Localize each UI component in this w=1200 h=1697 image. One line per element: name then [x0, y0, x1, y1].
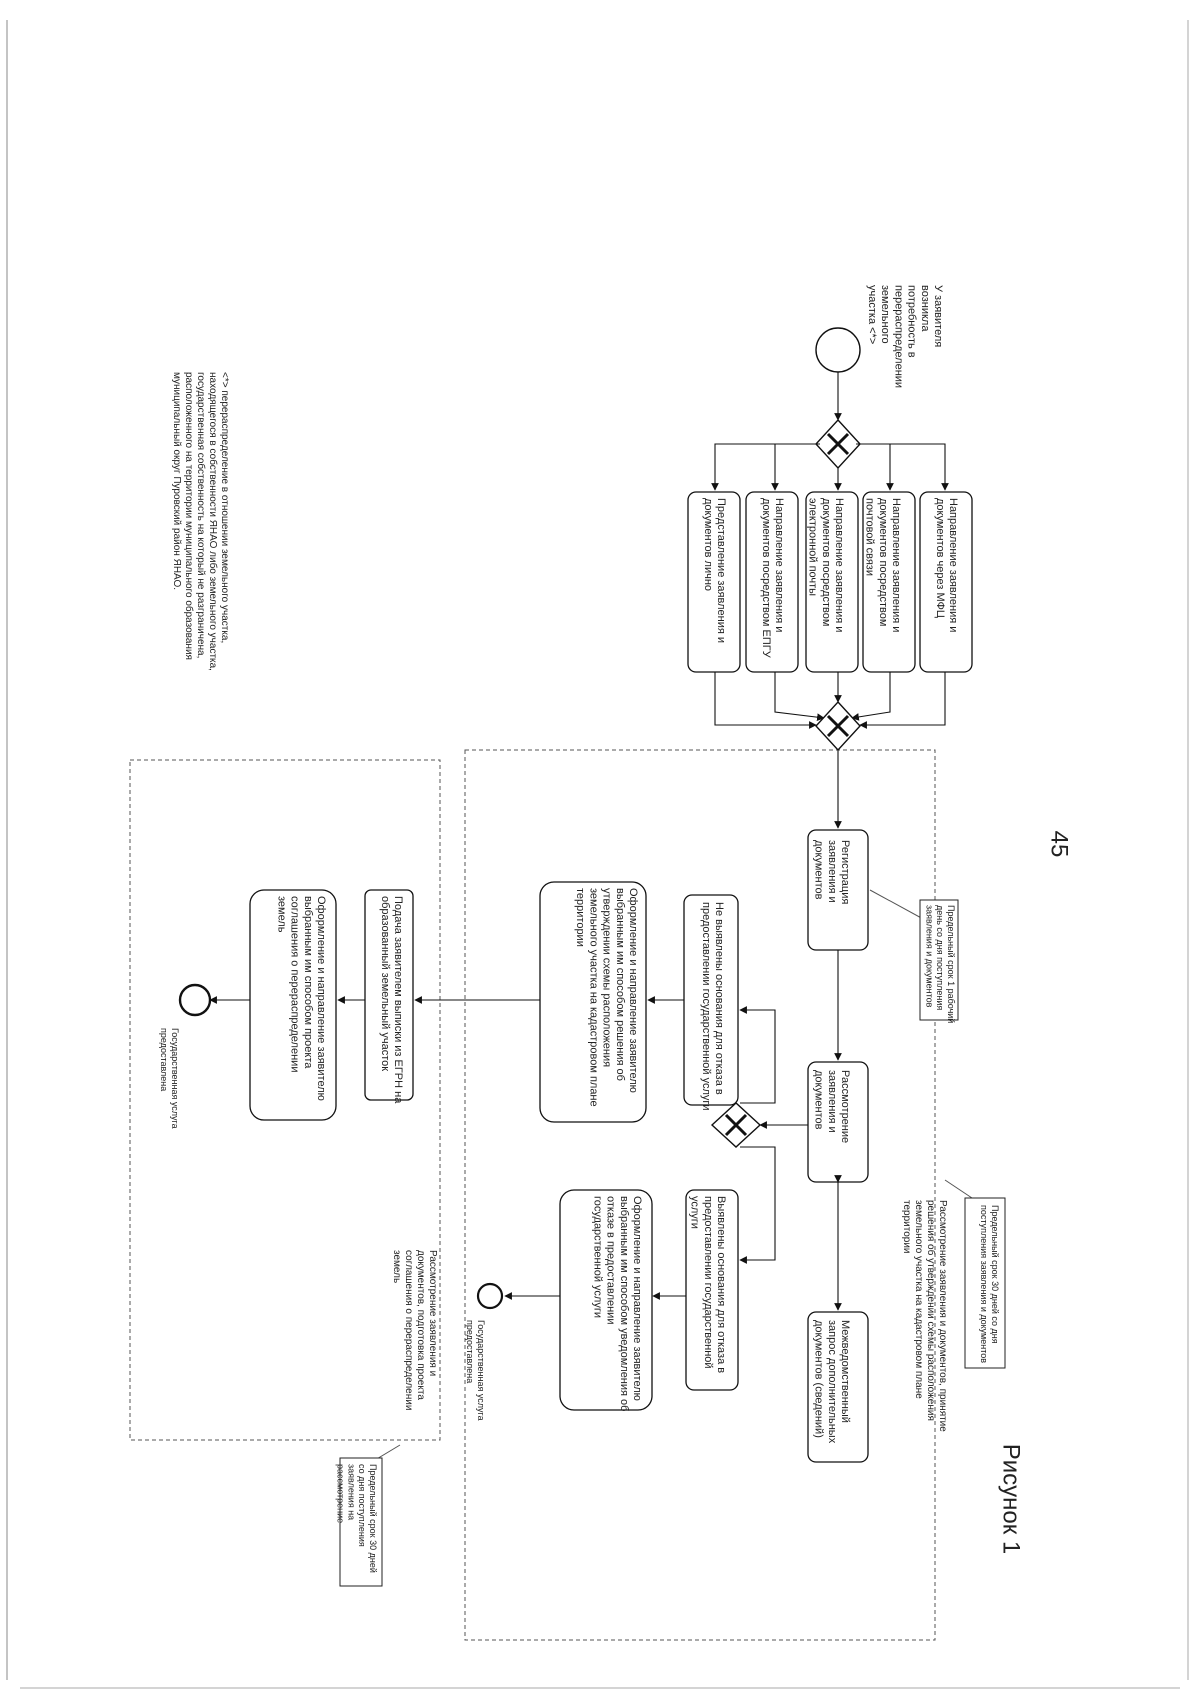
channel-epgu-text: Направление заявления идокументов посред…: [760, 498, 785, 659]
review-box: Рассмотрениезаявления идокументов: [807, 1061, 869, 1183]
channel-personal-text: Представление заявления идокументов личн…: [702, 498, 727, 643]
agreement-text: Оформление и направление заявителювыбран…: [275, 896, 327, 1101]
review-text: Рассмотрениезаявления идокументов: [813, 1070, 851, 1143]
channel-post-text: Направление заявления идокументов посред…: [864, 498, 902, 632]
split-gateway: [815, 418, 861, 470]
footnote: <*> перераспределение в отношении земель…: [171, 372, 230, 671]
registration-deadline-box: Предельный срок 1 рабочийдень со дня пос…: [919, 899, 959, 1023]
channel-box-email: Направление заявления идокументов посред…: [805, 491, 859, 673]
interagency-text: Межведомственныйзапрос дополнительныхдок…: [813, 1320, 851, 1444]
channel-box-personal: Представление заявления идокументов личн…: [687, 491, 741, 673]
no-grounds-box: Не выявлены основания для отказа впредос…: [683, 894, 739, 1111]
review-deadline-box: Предельный срок 30 дней со дняпоступлени…: [964, 1197, 1006, 1369]
arrow-to-grounds-found: [739, 1146, 776, 1264]
refusal-end-event: [476, 1282, 504, 1310]
review-note: Рассмотрение заявления и документов, при…: [901, 1200, 948, 1432]
review-annotation-link: [944, 1179, 976, 1201]
final-end-event: [178, 983, 212, 1017]
registration-box: Регистрациязаявления идокументов: [807, 829, 869, 951]
channel-box-mfc: Направление заявления идокументов через …: [919, 491, 973, 673]
review-note-text: Рассмотрение заявления и документов, при…: [901, 1200, 948, 1432]
egrn-box: Подача заявителем выписки из ЕГРН наобра…: [364, 889, 414, 1104]
arrow-merge-5: [714, 672, 817, 729]
interagency-box: Межведомственныйзапрос дополнительныхдок…: [807, 1311, 869, 1463]
final-end-text: Государственная услугапредоставлена: [159, 1028, 180, 1129]
start-event-circle: [815, 327, 861, 373]
refusal-end-text: Государственная услугапредоставлена: [465, 1320, 486, 1421]
scheme-decision-box: Оформление и направление заявителювыбран…: [539, 881, 647, 1123]
start-event-text: У заявителявозниклапотребность вперерасп…: [866, 285, 944, 388]
agreement-group-text: Рассмотрение заявления идокументов, подг…: [391, 1250, 438, 1410]
refusal-end-label: Государственная услугапредоставлена: [465, 1320, 486, 1421]
registration-annotation-link: [869, 889, 926, 921]
grounds-found-text: Выявлены основания для отказа впредостав…: [689, 1196, 727, 1373]
channel-mfc-text: Направление заявления идокументов через …: [934, 498, 959, 632]
arrow-merge-2: [851, 672, 891, 721]
egrn-text: Подача заявителем выписки из ЕГРН наобра…: [379, 896, 404, 1104]
decision-gateway: [710, 1102, 762, 1148]
merge-gateway: [815, 700, 861, 752]
arrow-merge-1: [859, 672, 946, 729]
registration-text: Регистрациязаявления идокументов: [813, 840, 851, 904]
agreement-box: Оформление и направление заявителювыбран…: [249, 889, 337, 1121]
start-event-label: У заявителявозниклапотребность вперерасп…: [866, 285, 944, 388]
no-grounds-text: Не выявлены основания для отказа впредос…: [700, 902, 725, 1111]
refusal-notice-text: Оформление и направление заявителювыбран…: [591, 1196, 643, 1411]
channel-email-text: Направление заявления идокументов посред…: [807, 498, 845, 632]
review-group-region: [464, 749, 936, 1641]
channel-box-post: Направление заявления идокументов посред…: [862, 491, 916, 673]
grounds-found-box: Выявлены основания для отказа впредостав…: [685, 1189, 739, 1391]
channel-box-epgu: Направление заявления идокументов посред…: [745, 491, 799, 673]
arrow-to-no-grounds: [739, 1006, 776, 1104]
agreement-deadline-box: Предельный срок 30 днейсо дня поступлени…: [336, 1457, 383, 1587]
agreement-group-label: Рассмотрение заявления идокументов, подг…: [391, 1250, 438, 1410]
arrow-merge-4: [774, 672, 825, 721]
arrow-to-channel-4: [771, 443, 820, 491]
arrow-to-channel-5: [711, 443, 816, 491]
footnote-text: <*> перераспределение в отношении земель…: [171, 372, 230, 671]
arrow-to-channel-2: [856, 443, 894, 491]
review-deadline-text: Предельный срок 30 дней со дняпоступлени…: [979, 1205, 1000, 1363]
final-end-label: Государственная услугапредоставлена: [159, 1028, 180, 1129]
scheme-decision-text: Оформление и направление заявителювыбран…: [574, 888, 639, 1107]
agreement-deadline-text: Предельный срок 30 днейсо дня поступлени…: [336, 1464, 378, 1573]
agreement-group-region: [129, 759, 441, 1441]
registration-deadline-text: Предельный срок 1 рабочийдень со дня пос…: [924, 905, 956, 1023]
arrow-to-channel-1: [860, 443, 949, 491]
refusal-notice-box: Оформление и направление заявителювыбран…: [559, 1189, 653, 1411]
